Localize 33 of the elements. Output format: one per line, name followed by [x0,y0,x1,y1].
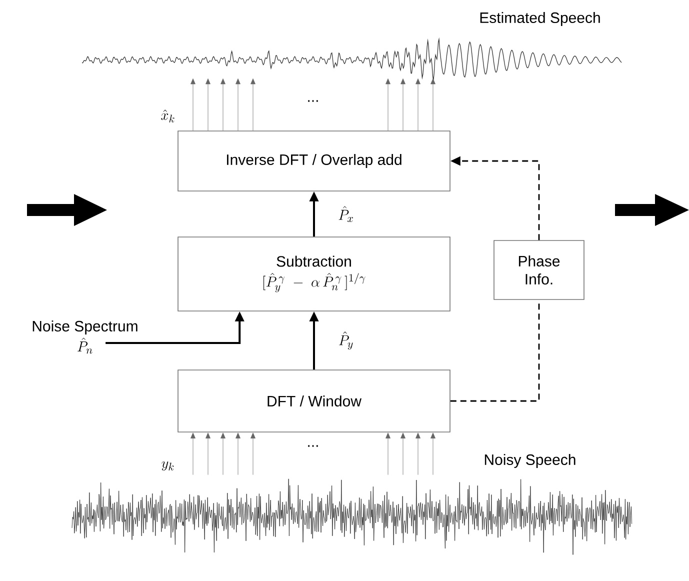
arrow [386,78,390,131]
arrow [236,78,240,131]
arrow [250,432,256,475]
signal-label: $\hat{x}_k$ [161,110,174,122]
edge-label: $\hat{P}_x$ [337,205,355,223]
arrow [400,78,406,131]
ellipsis: ... [308,100,318,102]
signal-label: $y_k$ [162,461,174,471]
ellipsis: ... [308,445,318,447]
arrow [206,78,210,131]
edge-label: $\hat{P}_y$ [337,330,355,350]
waveform-drawing [82,38,622,81]
arrow [400,432,406,475]
noise-spectrum-label: Noise Spectrum $\hat{P}_n$ [32,320,138,354]
arrow [416,432,420,475]
process-box: DFT / Window [178,370,450,432]
arrow [206,432,210,475]
waveform-label: Noisy Speech [484,454,576,468]
arrow [250,78,256,131]
arrow [416,78,420,131]
process-box: Inverse DFT / Overlap add [178,130,450,192]
process-box: Phase Info. [494,240,584,300]
waveform-label: Estimated Speech [480,12,600,26]
arrow [190,432,196,475]
arrow [190,78,196,131]
process-box: Subtraction $[\hat{P}_y^{\,\gamma} \;-\; \alpha\, \hat{P}_n^{\,\gamma}\,]^{1/\gamma}$ [178,236,450,312]
arrow [430,432,436,475]
arrow [430,78,436,131]
arrow [220,78,226,131]
arrow [236,432,240,475]
arrow [220,432,226,475]
waveform-drawing [72,478,632,555]
arrow [386,432,390,475]
